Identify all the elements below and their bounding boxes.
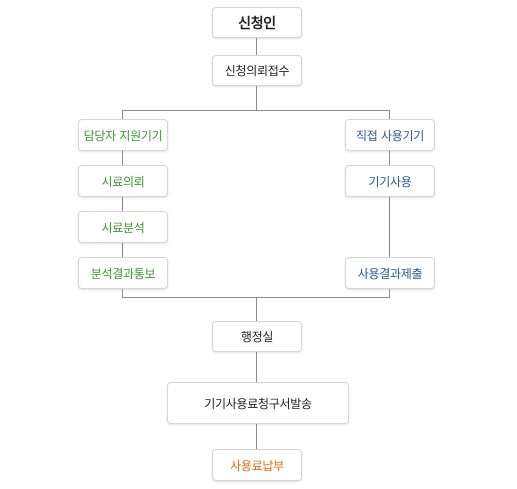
node-use-result-submission: 사용결과제출 [345,257,435,289]
node-analysis-result-notice: 분석결과통보 [78,257,168,289]
node-equipment-use: 기기사용 [345,165,435,197]
node-staff-supported-equipment: 담당자 지원기기 [78,119,168,151]
node-administration-office: 행정실 [212,321,302,352]
node-request-receipt: 신청의뢰접수 [212,55,302,86]
node-usage-fee-invoice: 기기사용료청구서발송 [167,382,349,424]
node-direct-use-equipment: 직접 사용기기 [345,119,435,151]
node-applicant: 신청인 [212,7,302,38]
node-sample-request: 시료의뢰 [78,165,168,197]
node-usage-fee-payment: 사용료납부 [212,449,302,481]
node-sample-analysis: 시료분석 [78,211,168,243]
